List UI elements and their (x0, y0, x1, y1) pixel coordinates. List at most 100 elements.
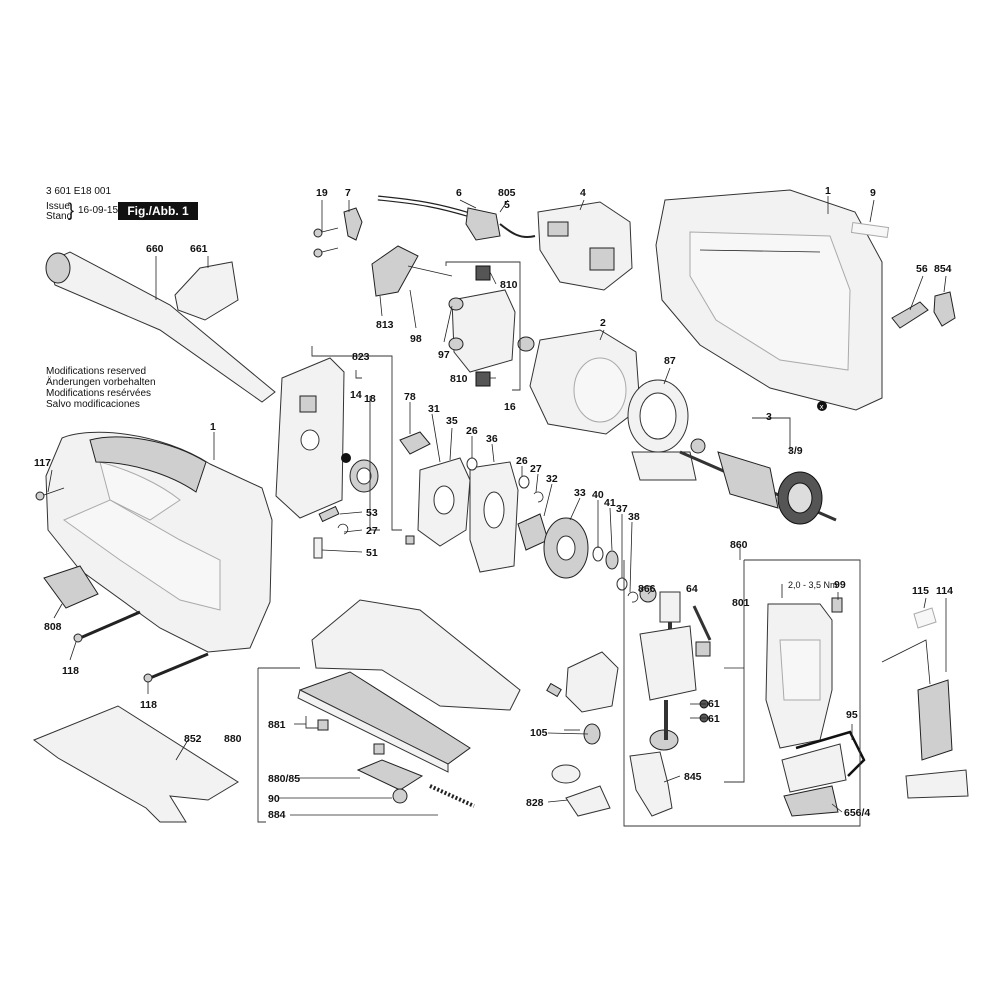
part-845-lever (629, 751, 673, 817)
note-es: Salvo modificaciones (46, 399, 140, 410)
part-78-guide-block (399, 431, 431, 455)
label-37: 37 (616, 503, 628, 515)
label-53: 53 (366, 507, 378, 519)
label-854: 854 (934, 263, 952, 275)
label-3: 3 (766, 411, 772, 423)
bracket-3 (752, 417, 791, 452)
label-38: 38 (628, 511, 640, 523)
part-852-sliding-shoe (32, 705, 239, 823)
part-808-type-plate (43, 565, 99, 609)
label-35: 35 (446, 415, 458, 427)
label-661: 661 (190, 243, 208, 255)
label-866: 866 (638, 583, 656, 595)
part-880-85-clamp (356, 759, 424, 791)
label-61-b: 61 (708, 713, 720, 725)
label-845: 845 (684, 771, 702, 783)
label-852: 852 (184, 733, 202, 745)
label-6: 6 (456, 187, 462, 199)
label-64: 64 (686, 583, 698, 595)
part-61-washers (699, 699, 709, 723)
part-36-holder (469, 461, 519, 573)
label-801: 801 (732, 597, 750, 609)
modification-notes: Modifications reserved Änderungen vorbeh… (46, 366, 156, 410)
label-87: 87 (664, 355, 676, 367)
issue-label: Issue (46, 201, 70, 212)
label-880: 880 (224, 733, 242, 745)
label-1-left: 1 (210, 421, 216, 433)
label-884: 884 (268, 809, 286, 821)
label-51: 51 (366, 547, 378, 559)
label-16: 16 (504, 401, 516, 413)
label-26-a: 26 (466, 425, 478, 437)
part-40-41-37-38-washers (592, 546, 639, 603)
label-656-4: 656/4 (844, 807, 870, 819)
part-90-screw (392, 788, 408, 804)
label-78: 78 (404, 391, 416, 403)
label-808: 808 (44, 621, 62, 633)
label-32: 32 (546, 473, 558, 485)
part-884-spring (429, 784, 475, 808)
part-813-capacitor (371, 245, 453, 297)
part-56-854-lever (891, 291, 956, 329)
label-33: 33 (574, 487, 586, 499)
part-801-guide (692, 605, 712, 657)
label-27-a: 27 (530, 463, 542, 475)
part-661-cover (174, 261, 239, 321)
part-2-field-coil (529, 329, 641, 435)
label-14: 14 (350, 389, 362, 401)
bracket-860 (623, 559, 861, 827)
label-1-top: 1 (825, 185, 831, 197)
label-98: 98 (410, 333, 422, 345)
part-32-needle-bearing (517, 513, 549, 551)
brace-glyph: } (68, 200, 75, 220)
part-26-27-washers (466, 457, 544, 503)
label-660: 660 (146, 243, 164, 255)
label-117: 117 (34, 457, 51, 469)
part-33-gear (543, 517, 589, 579)
label-805: 805 (498, 187, 516, 199)
figure-label: Fig./Abb. 1 (118, 202, 198, 220)
label-40: 40 (592, 489, 604, 501)
label-880-85: 880/85 (268, 773, 300, 785)
part-114-led-board (881, 639, 969, 799)
part-16-brush-holder (448, 289, 535, 373)
label-99: 99 (834, 579, 846, 591)
part-7-lever (343, 207, 363, 241)
part-810-carbon-brush-top (475, 265, 491, 281)
label-90: 90 (268, 793, 280, 805)
part-18-bearing (349, 459, 379, 493)
part-95-wire-bracket (795, 730, 866, 777)
part-6-cable (377, 195, 536, 241)
part-9-label (850, 221, 890, 239)
bracket-823 (311, 346, 402, 531)
part-118-screws (73, 610, 209, 683)
label-881: 881 (268, 719, 286, 731)
note-en: Modifications reserved (46, 366, 147, 377)
doc-number: 3 601 E18 001 (46, 186, 112, 197)
label-19: 19 (316, 187, 328, 199)
bracket-18 (369, 396, 380, 531)
part-99-screw (831, 597, 843, 613)
label-56: 56 (916, 263, 928, 275)
part-4-switch (537, 201, 633, 291)
bracket-14 (355, 370, 362, 379)
label-95: 95 (846, 709, 858, 721)
label-31: 31 (428, 403, 440, 415)
bracket-16 (445, 261, 521, 391)
label-810-bottom: 810 (450, 373, 468, 385)
label-97: 97 (438, 349, 450, 361)
x-marker-icon (817, 401, 827, 411)
label-118-a: 118 (62, 665, 79, 677)
label-5: 5 (504, 199, 510, 211)
part-1-housing-shell (655, 189, 883, 411)
part-828-clamp-lever (551, 764, 611, 817)
part-115-cap (913, 607, 937, 629)
part-35-plate (417, 457, 471, 547)
x-marker-icon (341, 453, 351, 463)
part-19-screws (313, 227, 339, 258)
part-1-main-housing (45, 431, 273, 653)
label-860: 860 (730, 539, 748, 551)
label-61-a: 61 (708, 698, 720, 710)
label-7: 7 (345, 187, 351, 199)
